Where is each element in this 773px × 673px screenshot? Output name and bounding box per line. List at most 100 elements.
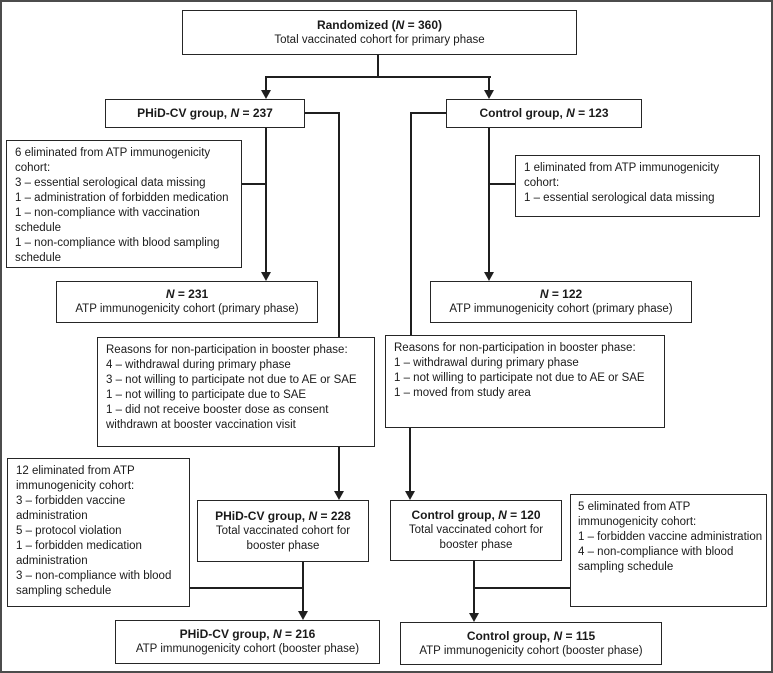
connector-phid-to-reasons [338, 112, 340, 338]
title-prefix: Control group, [411, 508, 499, 522]
connector-control-to-atp-primary [488, 128, 490, 273]
title-prefix: PHiD-CV group, [215, 508, 309, 523]
text-line: 1 – not willing to participate not due t… [394, 372, 645, 384]
n-symbol: N [308, 508, 318, 523]
connector-phid-to-atp-primary [265, 128, 267, 273]
connector-phid-reasons-to-booster [338, 446, 340, 492]
connector-split-right-shaft [488, 76, 490, 91]
text-line: 3 – not willing to participate not due t… [106, 374, 357, 386]
title-prefix: Control group, [479, 106, 567, 120]
arrow-into-phid-booster [334, 491, 344, 500]
n-symbol: N [272, 627, 282, 641]
box-phid-group: PHiD-CV group, N = 237 [105, 99, 305, 128]
control-booster-title: Control group, N = 120 [397, 508, 555, 523]
text-line: Reasons for non-participation in booster… [106, 344, 348, 356]
box-control-reasons: Reasons for non-participation in booster… [385, 335, 665, 428]
title-suffix: = 123 [574, 106, 609, 120]
title-prefix: Control group, [466, 628, 554, 643]
connector-phid-elim-booster-branch [190, 587, 304, 589]
control-atp-primary-subtitle: ATP immunogenicity cohort (primary phase… [449, 303, 673, 315]
box-control-atp-primary: N = 122 ATP immunogenicity cohort (prima… [430, 281, 692, 323]
text-line: 1 – not willing to participate due to SA… [106, 389, 307, 401]
text-line: 1 – forbidden vaccine administration [578, 531, 763, 543]
control-booster-subtitle: Total vaccinated cohort for booster phas… [408, 524, 544, 551]
text-line: 3 – essential serological data missing [15, 177, 206, 189]
text-line: 1 – forbidden medication administration [16, 540, 142, 567]
n-symbol: N [553, 628, 563, 643]
control-group-title: Control group, N = 123 [453, 106, 635, 121]
box-phid-final: PHiD-CV group, N = 216 ATP immunogenicit… [115, 620, 380, 664]
connector-phid-booster-to-final [302, 561, 304, 612]
title-suffix: = 120 [506, 508, 541, 522]
title-suffix: = 360) [404, 17, 443, 32]
box-control-eliminated-booster: 5 eliminated from ATP immunogenicity coh… [570, 494, 767, 607]
n-symbol: N [539, 287, 549, 301]
connector-split-left-shaft [265, 76, 267, 91]
text-line: 1 – non-compliance with blood sampling s… [15, 237, 220, 264]
box-phid-atp-primary: N = 231 ATP immunogenicity cohort (prima… [56, 281, 318, 323]
title-prefix: PHiD-CV group, [137, 106, 231, 120]
phid-booster-subtitle: Total vaccinated cohort for booster phas… [215, 524, 351, 552]
arrow-into-control-group [484, 90, 494, 99]
box-randomized: Randomized (N = 360) Total vaccinated co… [182, 10, 577, 55]
arrow-into-phid-group [261, 90, 271, 99]
connector-phid-elim-primary-branch [242, 183, 266, 185]
title-suffix: = 237 [239, 106, 273, 120]
connector-control-elim-booster-branch [473, 587, 570, 589]
title-prefix: Randomized ( [316, 17, 396, 32]
title-suffix: = 228 [317, 508, 351, 523]
box-phid-booster: PHiD-CV group, N = 228 Total vaccinated … [197, 500, 369, 562]
connector-control-elim-primary-branch [490, 183, 515, 185]
arrow-into-phid-final [298, 611, 308, 620]
text-line: 1 – withdrawal during primary phase [394, 357, 579, 369]
box-control-group: Control group, N = 123 [446, 99, 642, 128]
box-phid-eliminated-primary: 6 eliminated from ATP immunogenicity coh… [6, 140, 242, 268]
n-symbol: N [165, 287, 175, 301]
randomized-title: Randomized (N = 360) [189, 18, 570, 33]
control-final-title: Control group, N = 115 [407, 629, 655, 644]
phid-group-title: PHiD-CV group, N = 237 [112, 106, 298, 121]
randomized-subtitle: Total vaccinated cohort for primary phas… [274, 33, 485, 46]
text-line: 5 – protocol violation [16, 525, 122, 537]
connector-phid-right-elbow [304, 112, 340, 114]
box-phid-reasons: Reasons for non-participation in booster… [97, 337, 375, 447]
arrow-into-control-booster [405, 491, 415, 500]
connector-control-reasons-to-booster [409, 427, 411, 492]
text-line: 1 – did not receive booster dose as cons… [106, 404, 329, 431]
phid-booster-title: PHiD-CV group, N = 228 [204, 509, 362, 524]
control-final-subtitle: ATP immunogenicity cohort (booster phase… [419, 644, 643, 657]
text-line: 1 – non-compliance with vaccination sche… [15, 207, 200, 234]
phid-final-title: PHiD-CV group, N = 216 [122, 627, 373, 642]
title-suffix: = 115 [562, 628, 596, 643]
box-control-booster: Control group, N = 120 Total vaccinated … [390, 500, 562, 561]
title-suffix: = 122 [548, 287, 583, 301]
phid-atp-primary-title: N = 231 [63, 287, 311, 302]
text-line: 4 – non-compliance with blood sampling s… [578, 546, 734, 573]
phid-final-subtitle: ATP immunogenicity cohort (booster phase… [135, 643, 360, 655]
arrow-into-control-final [469, 613, 479, 622]
text-line: 1 – essential serological data missing [524, 192, 715, 204]
text-line: 5 eliminated from ATP immunogenicity coh… [578, 501, 697, 528]
text-line: 1 eliminated from ATP immunogenicity coh… [524, 162, 720, 189]
n-symbol: N [230, 106, 240, 120]
box-control-final: Control group, N = 115 ATP immunogenicit… [400, 622, 662, 665]
connector-randomized-stem [377, 55, 379, 77]
title-suffix: = 231 [174, 287, 209, 301]
text-line: 1 – administration of forbidden medicati… [15, 192, 229, 204]
control-atp-primary-title: N = 122 [437, 287, 685, 302]
connector-control-left-elbow [410, 112, 447, 114]
connector-control-to-reasons [410, 112, 412, 336]
n-symbol: N [498, 508, 507, 522]
text-line: Reasons for non-participation in booster… [394, 342, 636, 354]
title-suffix: = 216 [281, 627, 316, 641]
text-line: 6 eliminated from ATP immunogenicity coh… [15, 147, 211, 174]
n-symbol: N [395, 17, 405, 32]
n-symbol: N [566, 106, 575, 120]
text-line: 4 – withdrawal during primary phase [106, 359, 291, 371]
box-phid-eliminated-booster: 12 eliminated from ATP immunogenicity co… [7, 458, 190, 607]
title-prefix: PHiD-CV group, [179, 627, 273, 641]
text-line: 12 eliminated from ATP immunogenicity co… [16, 465, 135, 492]
connector-split-bar [265, 76, 491, 78]
phid-atp-primary-subtitle: ATP immunogenicity cohort (primary phase… [75, 303, 299, 315]
